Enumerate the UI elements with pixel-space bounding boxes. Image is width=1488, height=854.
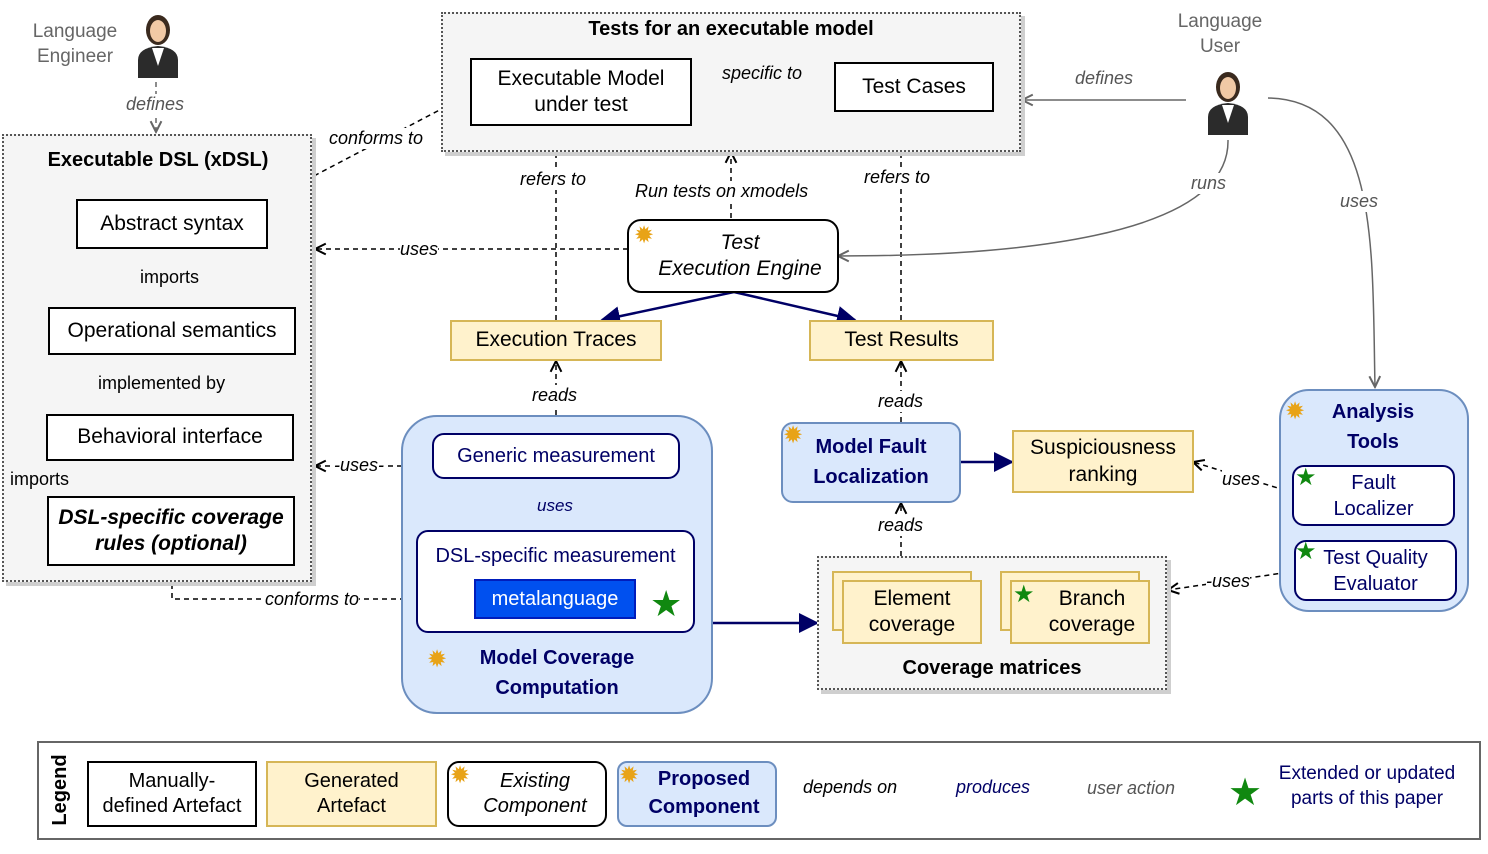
label-runs: runs: [1191, 173, 1227, 194]
generic-measurement-box: Generic measurement: [432, 433, 680, 479]
edge-user-uses: [1267, 97, 1375, 387]
label-uses-quality: -uses: [1206, 571, 1251, 592]
legend-depends-on-label: depends on: [803, 777, 898, 797]
analysis-gear-icon: ✹: [1285, 398, 1306, 425]
edge-engine-produces-traces: [600, 290, 735, 327]
test-results-box: Test Results: [809, 320, 994, 361]
legend-generated-box: Generated Artefact: [266, 761, 437, 827]
fault-localizer-box: Fault Localizer: [1292, 465, 1455, 526]
test-cases-box: Test Cases: [834, 62, 994, 112]
label-reads-matrices: reads: [878, 515, 924, 536]
label-specific-to: specific to: [722, 63, 803, 83]
label-uses-fault: uses: [1222, 469, 1261, 490]
engineer-person-icon: [138, 15, 178, 78]
legend-title: Legend: [49, 754, 71, 826]
dsl-specific-measurement-label: DSL-specific measurement: [435, 545, 676, 567]
imports-label-1: imports: [140, 266, 200, 290]
quality-evaluator-box: Test Quality Evaluator: [1294, 540, 1457, 601]
engine-gear-icon: ✹: [634, 222, 655, 249]
branch-coverage-box: Branch coverage: [1010, 580, 1150, 644]
xdsl-title: Executable DSL (xDSL): [47, 149, 269, 171]
legend-existing-box: Existing Component: [447, 761, 607, 827]
edge-user-runs: [838, 139, 1229, 256]
user-label: Language User: [1177, 11, 1263, 57]
metalanguage-box: metalanguage: [474, 579, 636, 619]
fault-localization-title: Model Fault Localization: [813, 436, 929, 488]
operational-semantics-box: Operational semantics: [48, 307, 296, 355]
element-coverage-box: Element coverage: [842, 580, 982, 644]
legend-proposed-gear-icon: ✹: [619, 762, 640, 789]
coverage-gear-icon: ✹: [427, 646, 448, 673]
label-uses-coverage: -uses-: [334, 455, 385, 476]
legend-manual-box: Manually- defined Artefact: [87, 761, 257, 827]
label-defines-user: defines: [1075, 68, 1134, 88]
model-under-test-box: Executable Model under test: [470, 58, 692, 126]
abstract-syntax-box: Abstract syntax: [76, 199, 268, 249]
label-uses-engine: uses: [400, 239, 439, 260]
legend-proposed-label: Proposed Component: [648, 768, 760, 818]
behavioral-interface-box: Behavioral interface: [46, 414, 294, 461]
coverage-matrices-title: Coverage matrices: [902, 657, 1082, 679]
legend-user-action-label: user action: [1087, 778, 1176, 798]
generic-uses-label: uses: [537, 495, 573, 518]
coverage-rules-box: DSL-specific coverage rules (optional): [47, 496, 295, 566]
fault-localizer-star-icon: ★: [1295, 464, 1317, 491]
quality-evaluator-star-icon: ★: [1295, 538, 1317, 565]
implemented-by-label: implemented by: [98, 372, 226, 396]
legend-star-icon: ★: [1228, 772, 1263, 814]
engineer-label: Language Engineer: [32, 21, 118, 67]
label-conforms-to-top: conforms to: [329, 128, 424, 149]
imports-label-2: imports: [10, 468, 70, 492]
edge-engine-produces-results: [733, 290, 857, 326]
suspiciousness-ranking-box: Suspiciousness ranking: [1012, 430, 1194, 493]
execution-traces-box: Execution Traces: [450, 320, 662, 361]
label-refers-to-left: refers to: [520, 169, 587, 190]
label-reads-traces: reads: [532, 385, 578, 406]
fault-localization-box: [781, 422, 961, 503]
label-refers-to-right: refers to: [864, 167, 931, 188]
label-run-tests: Run tests on xmodels: [635, 181, 809, 202]
label-defines-engineer: defines: [126, 94, 185, 115]
legend-existing-gear-icon: ✹: [450, 762, 471, 789]
metalanguage-star-icon: ★: [650, 583, 683, 624]
analysis-tools-title: Analysis Tools: [1331, 401, 1415, 453]
label-reads-results: reads: [878, 391, 924, 412]
test-execution-engine-box: Test Execution Engine: [627, 219, 839, 293]
user-person-icon: [1208, 72, 1248, 135]
label-conforms-to-bottom: conforms to: [265, 589, 360, 610]
coverage-computation-title: Model Coverage Computation: [479, 647, 635, 699]
fault-gear-icon: ✹: [783, 422, 804, 449]
legend-extended-label: Extended or updated parts of this paper: [1278, 763, 1456, 809]
branch-star-icon: ★: [1013, 581, 1035, 608]
label-uses-user: uses: [1340, 191, 1379, 212]
tests-container-title: Tests for an executable model: [588, 18, 874, 40]
legend-produces-label: produces: [956, 777, 1031, 797]
legend-proposed-box: [617, 761, 777, 827]
